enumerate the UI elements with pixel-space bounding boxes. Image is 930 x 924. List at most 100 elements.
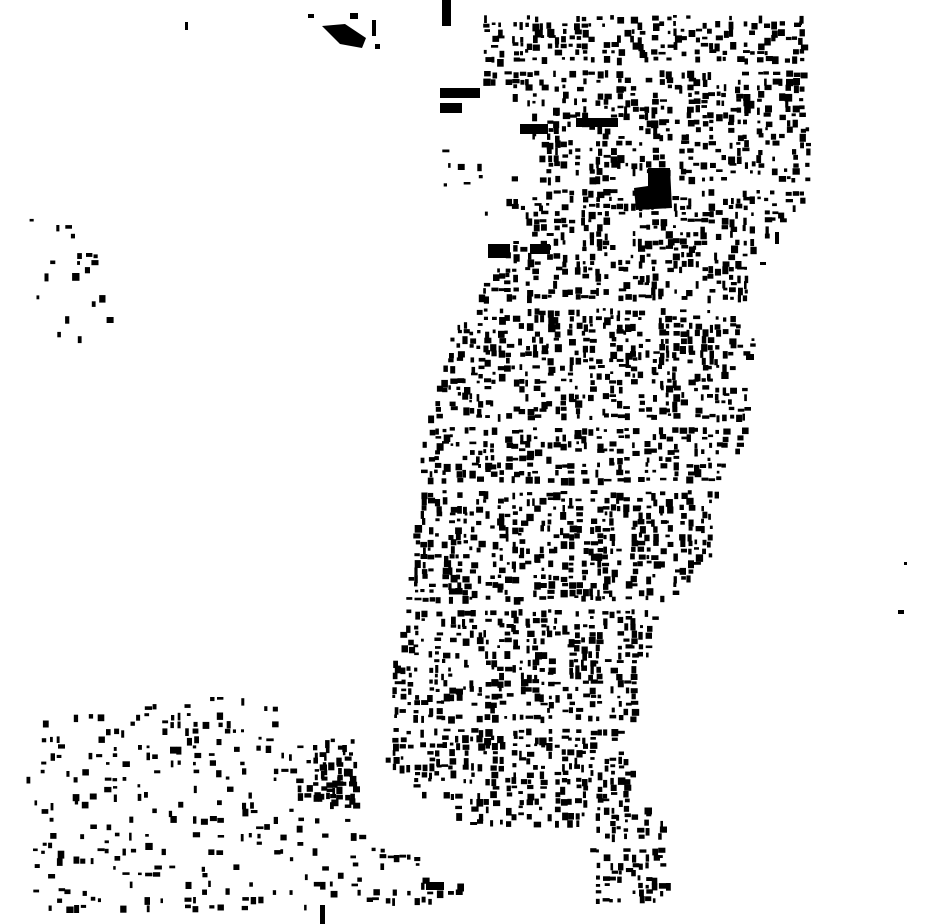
- building: [604, 511, 608, 516]
- building: [72, 273, 80, 281]
- building: [560, 401, 566, 406]
- building: [673, 449, 680, 453]
- building: [603, 624, 608, 629]
- building: [735, 86, 741, 94]
- building: [688, 345, 694, 353]
- building: [457, 582, 462, 590]
- building: [583, 624, 588, 628]
- building: [569, 357, 574, 366]
- building: [429, 527, 434, 535]
- building: [693, 98, 701, 104]
- building: [89, 793, 97, 800]
- building: [721, 177, 727, 181]
- building: [794, 22, 801, 27]
- building: [518, 338, 522, 346]
- building: [590, 757, 595, 760]
- building: [625, 352, 633, 360]
- building: [476, 345, 481, 349]
- building: [681, 140, 687, 144]
- building: [308, 14, 314, 18]
- building: [563, 28, 567, 34]
- building: [421, 497, 427, 506]
- building: [757, 98, 762, 102]
- building: [638, 631, 643, 640]
- building: [764, 23, 771, 28]
- building: [659, 99, 667, 102]
- building: [407, 854, 411, 860]
- building: [202, 873, 208, 878]
- building: [609, 534, 616, 541]
- building: [569, 219, 576, 224]
- building: [428, 415, 435, 424]
- building: [617, 379, 623, 386]
- building: [737, 135, 744, 142]
- building: [541, 567, 545, 571]
- building: [463, 329, 470, 334]
- building: [469, 779, 473, 784]
- building: [576, 707, 584, 712]
- building: [534, 798, 539, 805]
- building: [764, 210, 770, 215]
- building: [469, 470, 476, 479]
- building: [743, 205, 748, 211]
- building: [729, 219, 735, 228]
- building: [624, 434, 630, 439]
- building: [130, 721, 135, 726]
- building: [702, 267, 708, 272]
- building: [681, 51, 687, 57]
- building: [177, 760, 181, 765]
- building: [114, 728, 120, 735]
- building: [420, 589, 425, 593]
- building: [193, 785, 197, 794]
- building: [534, 379, 541, 384]
- building: [791, 178, 796, 183]
- building: [513, 735, 518, 739]
- building: [625, 819, 628, 823]
- building: [702, 36, 708, 40]
- building: [700, 464, 707, 468]
- building: [541, 681, 545, 685]
- building: [553, 253, 561, 259]
- building: [623, 638, 630, 642]
- building: [729, 274, 734, 280]
- building: [674, 471, 679, 477]
- building: [533, 714, 541, 720]
- building: [422, 441, 427, 448]
- building: [553, 546, 558, 554]
- building: [526, 455, 534, 461]
- building: [372, 897, 379, 901]
- building: [757, 196, 761, 200]
- building: [694, 539, 698, 545]
- building: [505, 777, 511, 783]
- building: [511, 476, 515, 484]
- building: [48, 842, 53, 849]
- building: [483, 491, 489, 500]
- building: [728, 406, 735, 411]
- building: [450, 794, 454, 800]
- building: [518, 791, 523, 794]
- building: [701, 105, 707, 108]
- building: [512, 576, 520, 584]
- building: [623, 86, 627, 92]
- building: [442, 490, 447, 494]
- building: [715, 345, 720, 350]
- building: [455, 463, 463, 471]
- building: [336, 794, 343, 800]
- building: [497, 693, 503, 699]
- building: [658, 833, 662, 840]
- building: [581, 295, 589, 299]
- building: [673, 582, 677, 587]
- building: [400, 667, 406, 675]
- building: [694, 218, 702, 222]
- building: [721, 217, 729, 225]
- building: [534, 331, 540, 337]
- building: [463, 518, 467, 524]
- building: [602, 49, 607, 54]
- building: [490, 400, 494, 407]
- building: [744, 140, 749, 148]
- building: [645, 128, 651, 135]
- building: [469, 630, 474, 638]
- building: [483, 308, 488, 312]
- building: [470, 338, 477, 344]
- building: [511, 176, 518, 182]
